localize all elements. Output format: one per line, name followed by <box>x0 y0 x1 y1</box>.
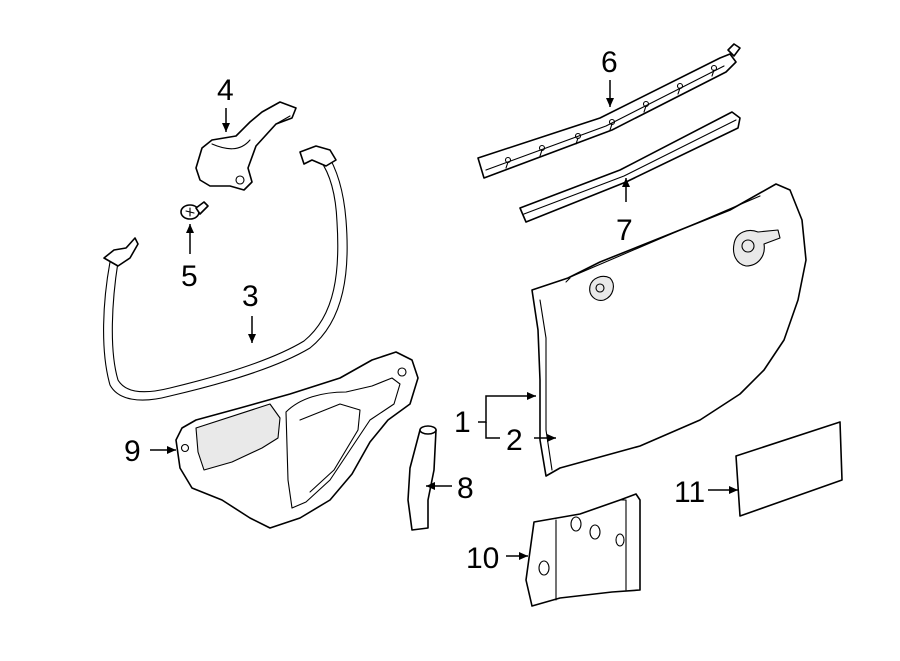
callout-9: 9 <box>124 435 141 468</box>
leader-lines <box>150 80 738 560</box>
part-10-insulator-pad <box>525 493 641 607</box>
callout-3: 3 <box>242 280 259 313</box>
callout-5: 5 <box>181 260 198 293</box>
part-4-bracket <box>195 101 297 191</box>
callout-7: 7 <box>616 214 633 247</box>
callout-6: 6 <box>601 46 618 79</box>
callout-labels: 1 2 3 4 5 6 7 8 9 10 11 <box>124 46 705 575</box>
part-1-2-door-shell <box>531 183 807 477</box>
callout-2: 2 <box>506 424 523 457</box>
callout-10: 10 <box>466 542 499 575</box>
callout-11: 11 <box>674 476 705 509</box>
part-3-weatherstrip <box>103 145 348 401</box>
callout-1: 1 <box>454 406 471 439</box>
part-9-trim-panel <box>175 351 419 529</box>
callout-4: 4 <box>217 74 234 107</box>
part-6-belt-molding-outer <box>477 43 741 179</box>
part-11-label <box>735 421 843 517</box>
part-5-screw <box>180 201 209 220</box>
part-7-belt-molding-inner <box>519 111 741 223</box>
part-8-seal-strip <box>407 425 437 531</box>
callout-8: 8 <box>457 472 474 505</box>
